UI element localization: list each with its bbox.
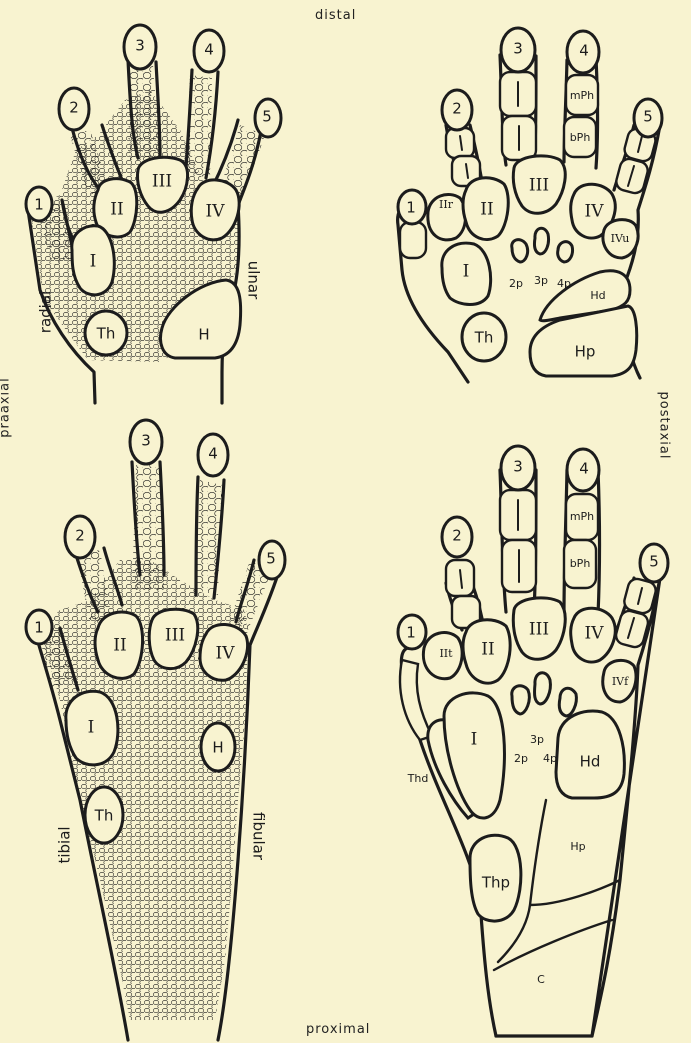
hand-outer-pad-II-label: II — [110, 200, 123, 220]
foot-outer-tibial-label: tibial — [56, 826, 74, 863]
foot-inner-pad-IVf-label: IVf — [612, 675, 629, 688]
hand-outer-digit-5-label: 5 — [262, 108, 272, 126]
foot-outer-digit-4-label: 4 — [208, 445, 218, 463]
foot-inner-pad-3p — [535, 673, 551, 704]
hand-inner-pad-IIr-label: IIr — [439, 198, 454, 211]
hand-inner-pad-2p-label: 2p — [509, 277, 523, 290]
foot-outer-digit-3-label: 3 — [141, 432, 151, 450]
foot-outer-pad-H-label: H — [212, 739, 223, 757]
foot-inner-digit-4-label: 4 — [579, 460, 589, 478]
foot-inner-pad-4p-label: 4p — [543, 752, 557, 765]
hand-outer-pad-I-label: I — [90, 252, 97, 272]
hand-outer-pad-IV-label: IV — [206, 202, 226, 222]
foot-inner-bph-label: bPh — [570, 557, 591, 570]
foot-inner-pad-3p-label: 3p — [530, 733, 544, 746]
hand-outer-digit-3-label: 3 — [135, 37, 145, 55]
foot-inner-pad-Thd-label: Thd — [407, 772, 429, 785]
hand-inner-digit-3-label: 3 — [513, 40, 523, 58]
foot-inner-pad-IV-label: IV — [585, 624, 605, 644]
hand-inner-bph-label: bPh — [570, 131, 591, 144]
foot-inner-pad-4p — [559, 688, 576, 716]
hand-inner: 1 2 3 4 5 IIr II III IV IVu I Th mPh bPh… — [398, 28, 662, 382]
hand-inner-pad-3p — [535, 228, 549, 254]
hand-inner-pad-I-label: I — [463, 262, 470, 282]
hand-outer-pad-III-label: III — [152, 172, 172, 192]
hand-outer-pad-H-label: H — [198, 326, 209, 344]
foot-inner-c-label: C — [537, 973, 545, 986]
foot-inner-pad-III-label: III — [529, 620, 549, 640]
hand-inner-pad-Th-label: Th — [474, 329, 494, 347]
foot-outer-digit-2-label: 2 — [75, 527, 85, 545]
hand-inner-pad-2p — [512, 240, 528, 262]
hand-inner-mph-label: mPh — [570, 89, 594, 102]
hand-inner-pad-IVu-label: IVu — [611, 232, 630, 245]
foot-inner-pad-II-label: II — [481, 640, 494, 660]
foot-inner-digit-2-label: 2 — [452, 527, 462, 545]
hand-inner-pad-IV-label: IV — [585, 202, 605, 222]
foot-inner-pad-Hp-label: Hp — [570, 840, 585, 853]
hand-inner-digit-4-label: 4 — [579, 42, 589, 60]
foot-inner-pad-IIt-label: IIt — [439, 647, 453, 660]
hand-inner-pad-3p-label: 3p — [534, 274, 548, 287]
foot-outer-pad-I-label: I — [88, 718, 95, 738]
foot-inner-digit-3-label: 3 — [513, 458, 523, 476]
hand-inner-digit-1-label: 1 — [406, 199, 416, 217]
foot-outer-digit-1-label: 1 — [34, 619, 44, 637]
hand-outer-ulnar-label: ulnar — [245, 261, 263, 300]
hand-inner-digit-2-label: 2 — [452, 100, 462, 118]
foot-inner: 1 2 3 4 5 IIt II III IV IVf I mPh bPh 3p… — [398, 446, 668, 1036]
foot-outer-pad-II-label: II — [113, 636, 126, 656]
hand-inner-pad-Hp-label: Hp — [575, 343, 596, 361]
hand-inner-pad-Hd-label: Hd — [590, 289, 605, 302]
foot-inner-pad-Thp-label: Thp — [481, 874, 510, 892]
hand-outer-digit-2-label: 2 — [69, 99, 79, 117]
foot-outer-fibular-label: fibular — [250, 812, 268, 861]
hand-inner-pad-4p — [558, 242, 573, 262]
foot-inner-pad-I-label: I — [471, 730, 478, 750]
foot-inner-pad-2p-label: 2p — [514, 752, 528, 765]
hand-outer-radial-label: radial — [37, 291, 55, 333]
foot-outer-pad-IV-label: IV — [216, 644, 236, 664]
foot-outer-digit-5-label: 5 — [266, 550, 276, 568]
hand-outer-digit-4-label: 4 — [204, 41, 214, 59]
foot-outer-pad-Th-label: Th — [94, 807, 114, 825]
hand-outer-pad-Th-label: Th — [96, 325, 116, 343]
foot-inner-mph-label: mPh — [570, 510, 594, 523]
hand-inner-pad-III-label: III — [529, 176, 549, 196]
foot-inner-digit-1-label: 1 — [406, 624, 416, 642]
hand-outer: 1 2 3 4 5 II III IV I Th H radial ulnar — [26, 25, 281, 403]
hand-inner-digit-5-label: 5 — [643, 108, 653, 126]
hand-outer-digit-1-label: 1 — [34, 196, 44, 214]
foot-inner-digit-5-label: 5 — [649, 553, 659, 571]
foot-inner-pad-2p — [512, 686, 530, 714]
hand-inner-pad-II-label: II — [480, 200, 493, 220]
foot-inner-pad-Hd-label: Hd — [580, 753, 601, 771]
foot-outer-pad-III-label: III — [165, 626, 185, 646]
foot-outer: 1 2 3 4 5 II III IV I H Th tibial fibula… — [26, 420, 285, 1040]
hand-inner-pad-4p-label: 4p — [557, 277, 571, 290]
